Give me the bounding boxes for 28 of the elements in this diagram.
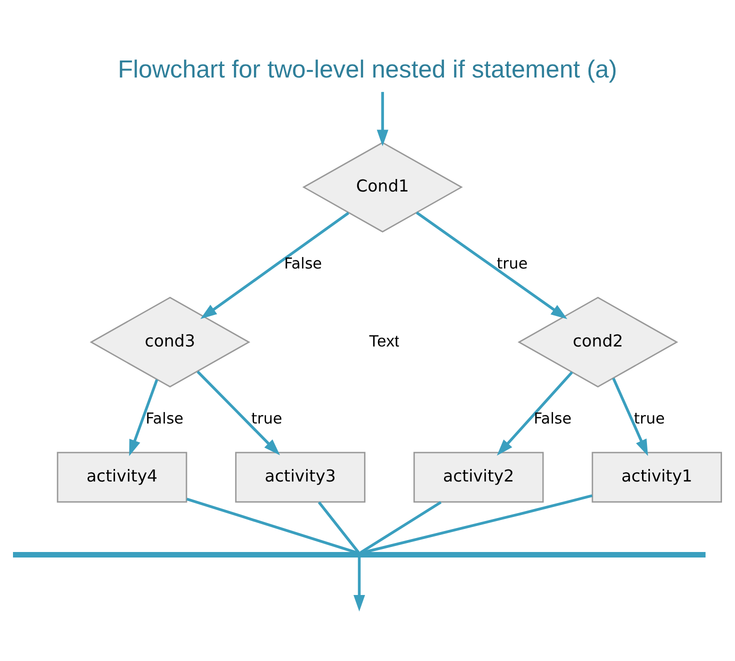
node-box: activity2 [413,452,544,503]
connector [362,494,592,554]
node-box: activity1 [592,452,722,503]
edge-label: False [146,409,184,428]
arrow [196,370,280,456]
label: Text [368,332,400,350]
node-diamond: cond2 [518,296,678,388]
node-diamond: Cond1 [302,142,463,233]
connector [318,501,360,554]
edge-label: False [284,254,322,273]
node-diamond: cond3 [90,296,250,388]
arrow [612,378,648,456]
arrow [376,92,388,146]
edge-label: true [634,409,665,428]
edge-label: true [251,409,282,428]
diagram-title: Flowchart for two-level nested if statement (a) [118,56,618,84]
arrow [354,557,366,612]
node-box: activity3 [235,452,366,503]
arrow [200,212,350,320]
arrow [416,212,568,320]
arrow [496,371,574,456]
connector [360,501,442,554]
edge-label: true [496,254,528,273]
connector [186,498,358,554]
node-box: activity4 [56,452,188,503]
edge-label: False [534,409,572,428]
node-bar [13,552,706,558]
arrow [129,379,158,456]
